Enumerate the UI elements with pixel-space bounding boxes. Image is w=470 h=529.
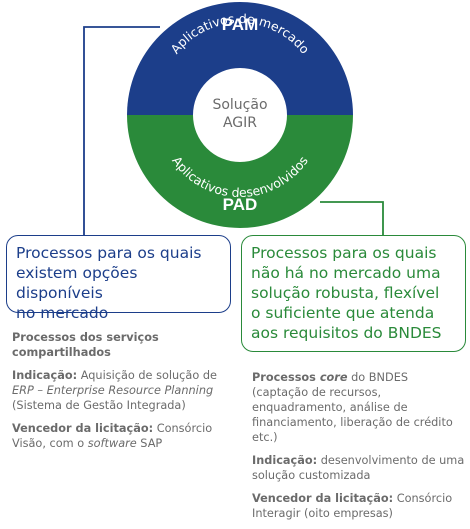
right-notes-heading: Processos core do BNDES (captação de rec…: [252, 371, 453, 444]
right-notes-indication: Indicação: desenvolvimento de uma soluçã…: [252, 454, 465, 482]
box-line: aos requisitos do BNDES: [251, 324, 442, 342]
center-label-line1: Solução: [212, 97, 267, 113]
left-notes-heading: Processos dos serviços compartilhados: [12, 331, 159, 359]
ring-diagram: PAM Aplicativos de mercado Solução AGIR …: [83, 2, 384, 235]
left-notes-indication: Indicação: Aquisição de solução de ERP –…: [12, 369, 217, 412]
right-notes: Processos core do BNDES (captação de rec…: [252, 370, 466, 529]
pam-label: PAM: [222, 15, 259, 34]
pad-label: PAD: [223, 195, 258, 214]
box-line: existem opções disponíveis: [16, 264, 138, 302]
no-market-solution-box: Processos para os quais não há no mercad…: [241, 235, 466, 352]
box-line: no mercado: [16, 304, 109, 322]
left-notes: Processos dos serviços compartilhados In…: [12, 330, 234, 459]
ring-top-half-pam: [127, 2, 353, 116]
ring-bottom-half-pad: [127, 115, 353, 228]
box-line: não há no mercado uma: [251, 264, 441, 282]
left-notes-winner: Vencedor da licitação: Consórcio Visão, …: [12, 422, 213, 450]
box-line: o suficiente que atenda: [251, 304, 435, 322]
right-notes-winner: Vencedor da licitação: Consórcio Interag…: [252, 492, 453, 520]
box-line: Processos para os quais: [16, 244, 202, 262]
connector-line-right: [320, 201, 384, 235]
market-options-box: Processos para os quais existem opções d…: [6, 235, 231, 322]
box-line: solução robusta, flexível: [251, 284, 440, 302]
box-line: Processos para os quais: [251, 244, 437, 262]
center-label-line2: AGIR: [223, 115, 257, 131]
connector-line-left: [83, 26, 160, 235]
